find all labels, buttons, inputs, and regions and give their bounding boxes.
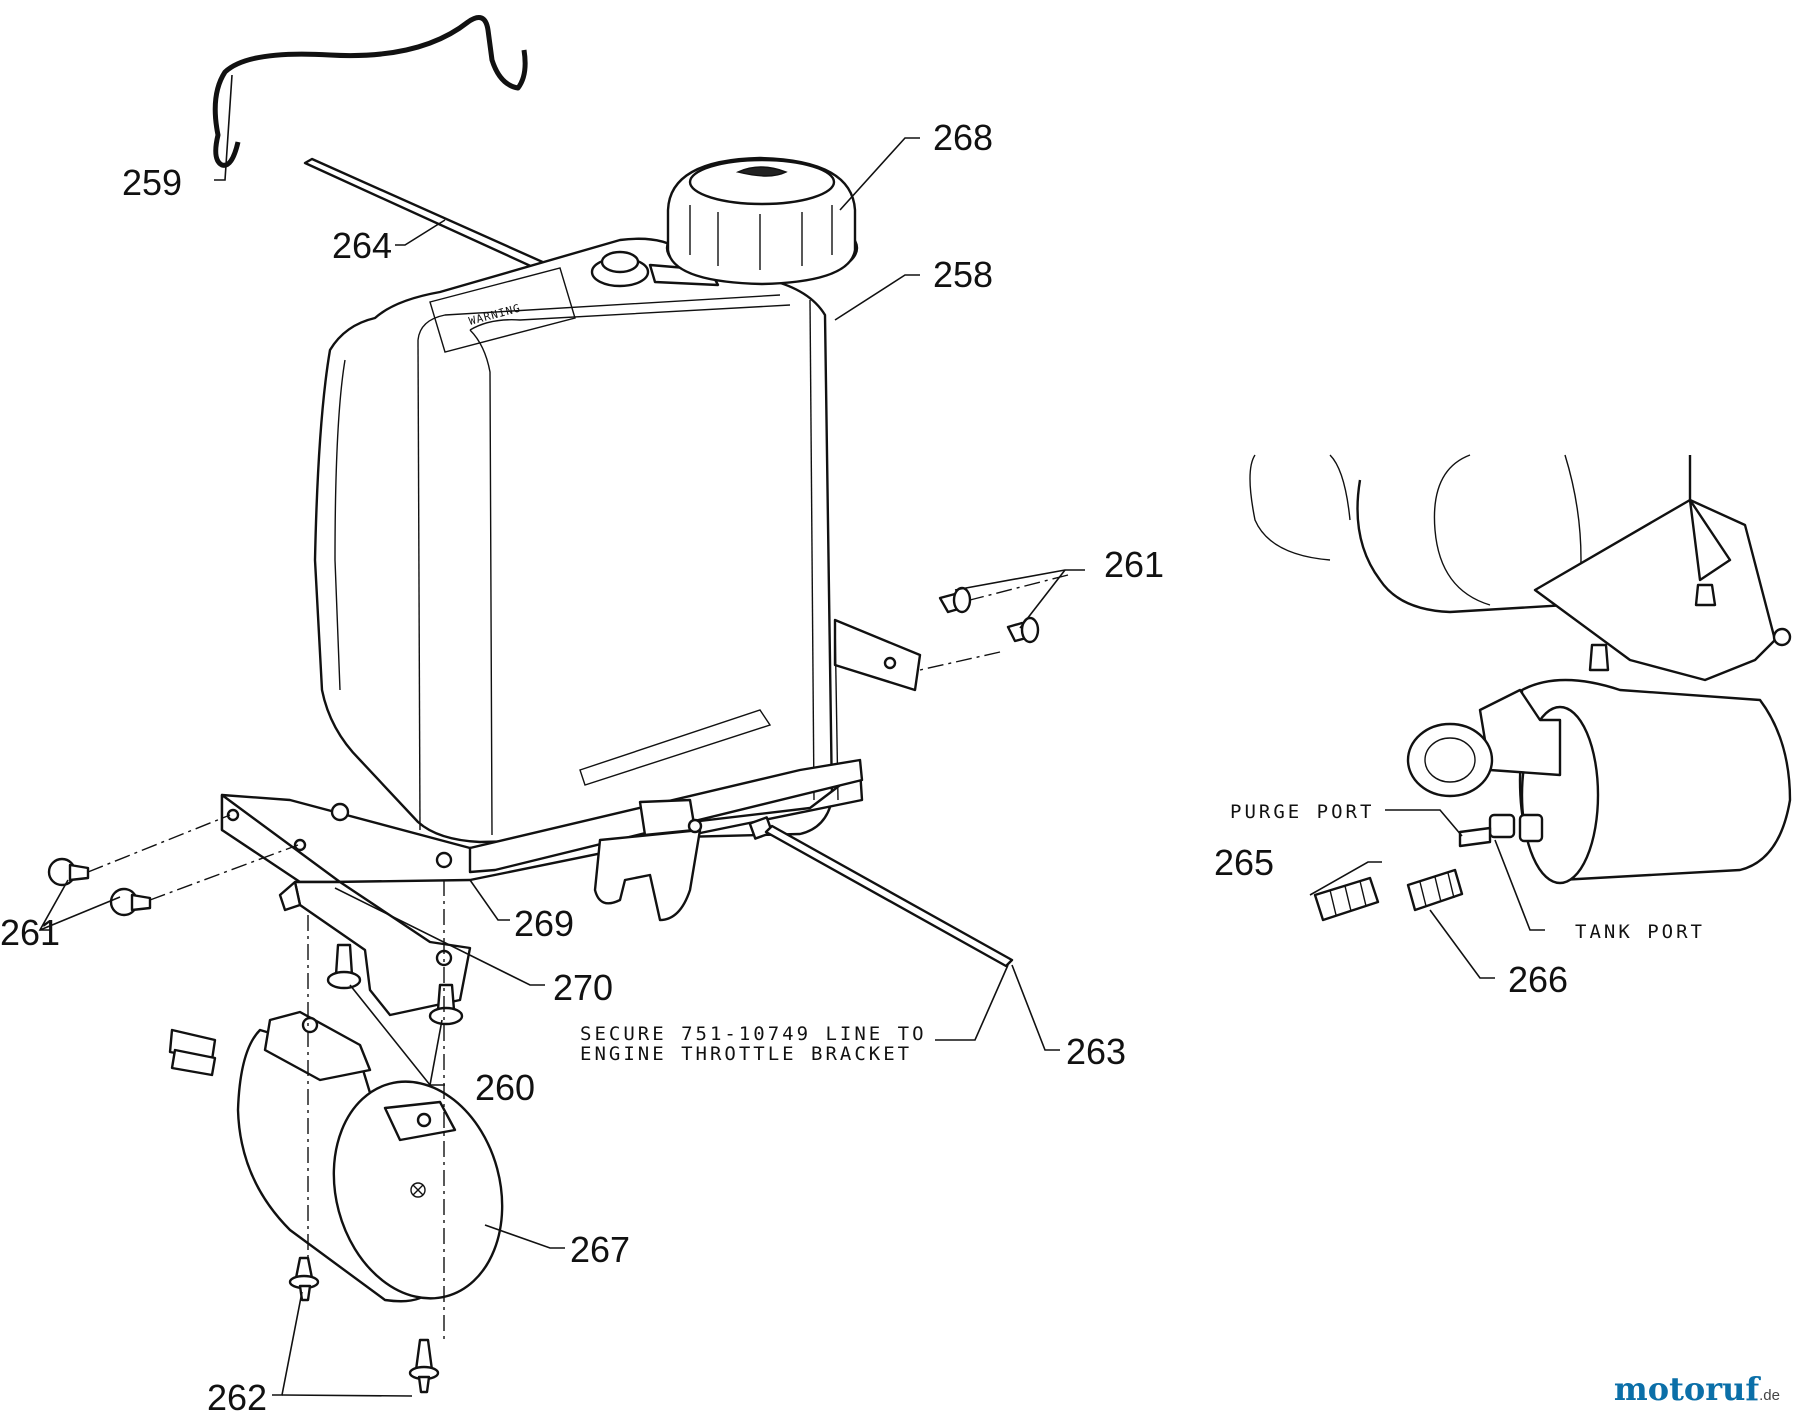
detail-view: [1249, 454, 1792, 922]
callout-268: 268: [933, 117, 993, 158]
note-secure-line-2: ENGINE THROTTLE BRACKET: [580, 1043, 912, 1065]
watermark-brand: motoruf: [1613, 1370, 1760, 1408]
diagram-notes: SECURE 751-10749 LINE TO ENGINE THROTTLE…: [580, 801, 1705, 1065]
part-262-push-pins: [288, 1256, 440, 1394]
note-purge-port: PURGE PORT: [1230, 801, 1374, 823]
callout-261-right: 261: [1104, 544, 1164, 585]
note-secure-line-1: SECURE 751-10749 LINE TO: [580, 1023, 927, 1045]
callout-labels: 258 259 260 261 261 262 263 264 265 266 …: [0, 117, 1568, 1418]
part-260-bolts: [326, 943, 464, 1026]
alignment-lines: [87, 574, 1069, 1340]
part-270-base-bracket: [220, 618, 922, 884]
leader-lines: [38, 74, 1545, 1397]
callout-259: 259: [122, 162, 182, 203]
part-266-hose: [1406, 868, 1464, 912]
callout-264: 264: [332, 225, 392, 266]
part-261-clips-right: [938, 586, 1040, 644]
watermark-logo: motoruf.de: [1614, 1370, 1780, 1408]
part-268-fuel-cap: [665, 156, 859, 286]
throttle-bracket: [593, 798, 703, 922]
callout-265: 265: [1214, 842, 1274, 883]
callout-261-left: 261: [0, 912, 60, 953]
part-261-clips-left: [47, 857, 152, 917]
callout-269: 269: [514, 903, 574, 944]
callout-258: 258: [933, 254, 993, 295]
note-tank-port: TANK PORT: [1575, 921, 1705, 943]
part-263-cable-tie: [748, 816, 1014, 968]
part-265-cap: [1313, 876, 1380, 922]
callout-263: 263: [1066, 1031, 1126, 1072]
part-267-canister: [168, 1010, 504, 1303]
callout-267: 267: [570, 1229, 630, 1270]
callout-262: 262: [207, 1377, 267, 1418]
callout-270: 270: [553, 967, 613, 1008]
callout-266: 266: [1508, 959, 1568, 1000]
watermark-suffix: .de: [1759, 1387, 1780, 1404]
part-258-fuel-tank: WARNING: [313, 237, 834, 844]
part-259-vent-line: [212, 15, 528, 168]
callout-260: 260: [475, 1067, 535, 1108]
